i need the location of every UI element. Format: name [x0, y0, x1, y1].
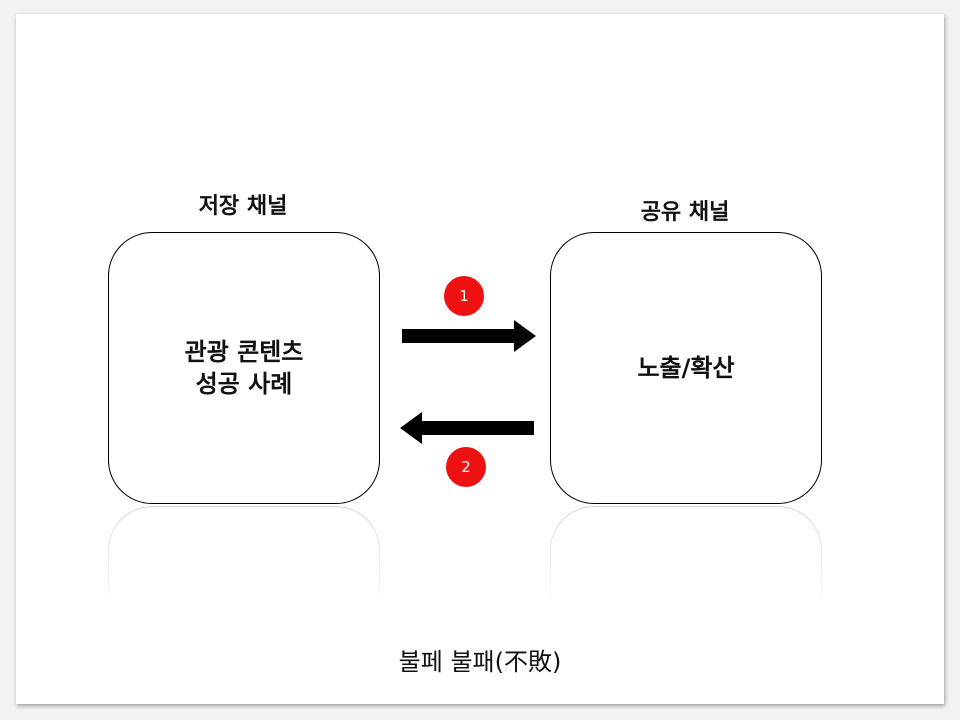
sharing-channel-reflection — [550, 506, 822, 607]
footer-caption: 불페 불패(不敗) — [398, 648, 562, 676]
sharing-channel-content: 노출/확산 — [637, 353, 735, 382]
slide: 저장 채널 공유 채널 관광 콘텐츠 성공 사례 노출/확산 1 2 불페 불패… — [16, 14, 944, 704]
sharing-channel-box: 노출/확산 — [550, 232, 822, 504]
sharing-channel-heading: 공유 채널 — [640, 200, 730, 225]
storage-channel-heading: 저장 채널 — [198, 194, 288, 219]
left-arrow-icon — [400, 412, 534, 444]
step-2-badge: 2 — [446, 447, 486, 487]
storage-channel-reflection — [108, 506, 380, 607]
step-1-badge: 1 — [444, 276, 484, 316]
storage-channel-box: 관광 콘텐츠 성공 사례 — [108, 232, 380, 504]
right-arrow-icon — [402, 320, 536, 352]
storage-channel-content: 관광 콘텐츠 성공 사례 — [184, 337, 304, 398]
